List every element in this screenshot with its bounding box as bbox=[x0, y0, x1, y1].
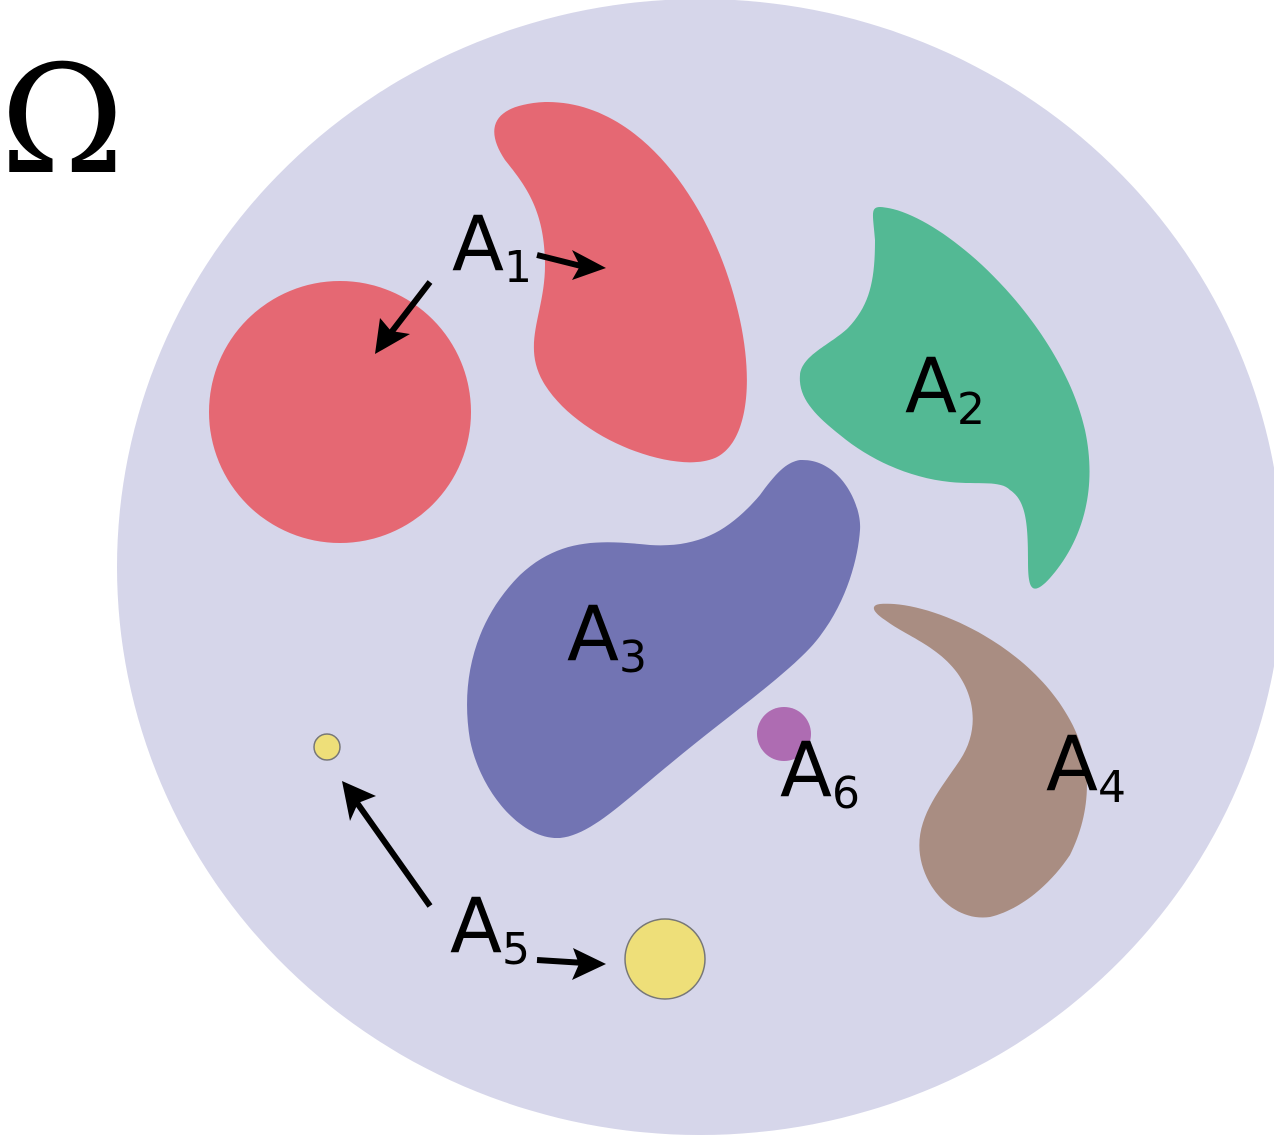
a1-label: A1 bbox=[452, 199, 532, 293]
a2-region bbox=[799, 207, 1090, 589]
a4-label: A4 bbox=[1046, 719, 1126, 813]
a5-large-circle-region bbox=[624, 918, 706, 1000]
a6-circle-region bbox=[757, 707, 811, 761]
a6-label: A6 bbox=[780, 725, 860, 819]
a5-small-circle-region bbox=[313, 733, 341, 761]
a5-arrow-to-small-circle bbox=[342, 781, 433, 908]
a5-arrow-to-large-circle bbox=[536, 948, 606, 980]
a3-label: A3 bbox=[567, 589, 647, 683]
a2-label: A2 bbox=[905, 341, 985, 435]
a3-region bbox=[467, 459, 861, 839]
a4-region bbox=[873, 603, 1087, 918]
omega-label: Ω bbox=[0, 34, 124, 208]
a1-arrow-to-kidney bbox=[536, 250, 606, 280]
a1-kidney-region bbox=[494, 101, 747, 463]
a1-circle-region bbox=[209, 281, 471, 543]
a1-arrow-to-circle bbox=[375, 280, 433, 354]
a5-label: A5 bbox=[450, 881, 530, 975]
